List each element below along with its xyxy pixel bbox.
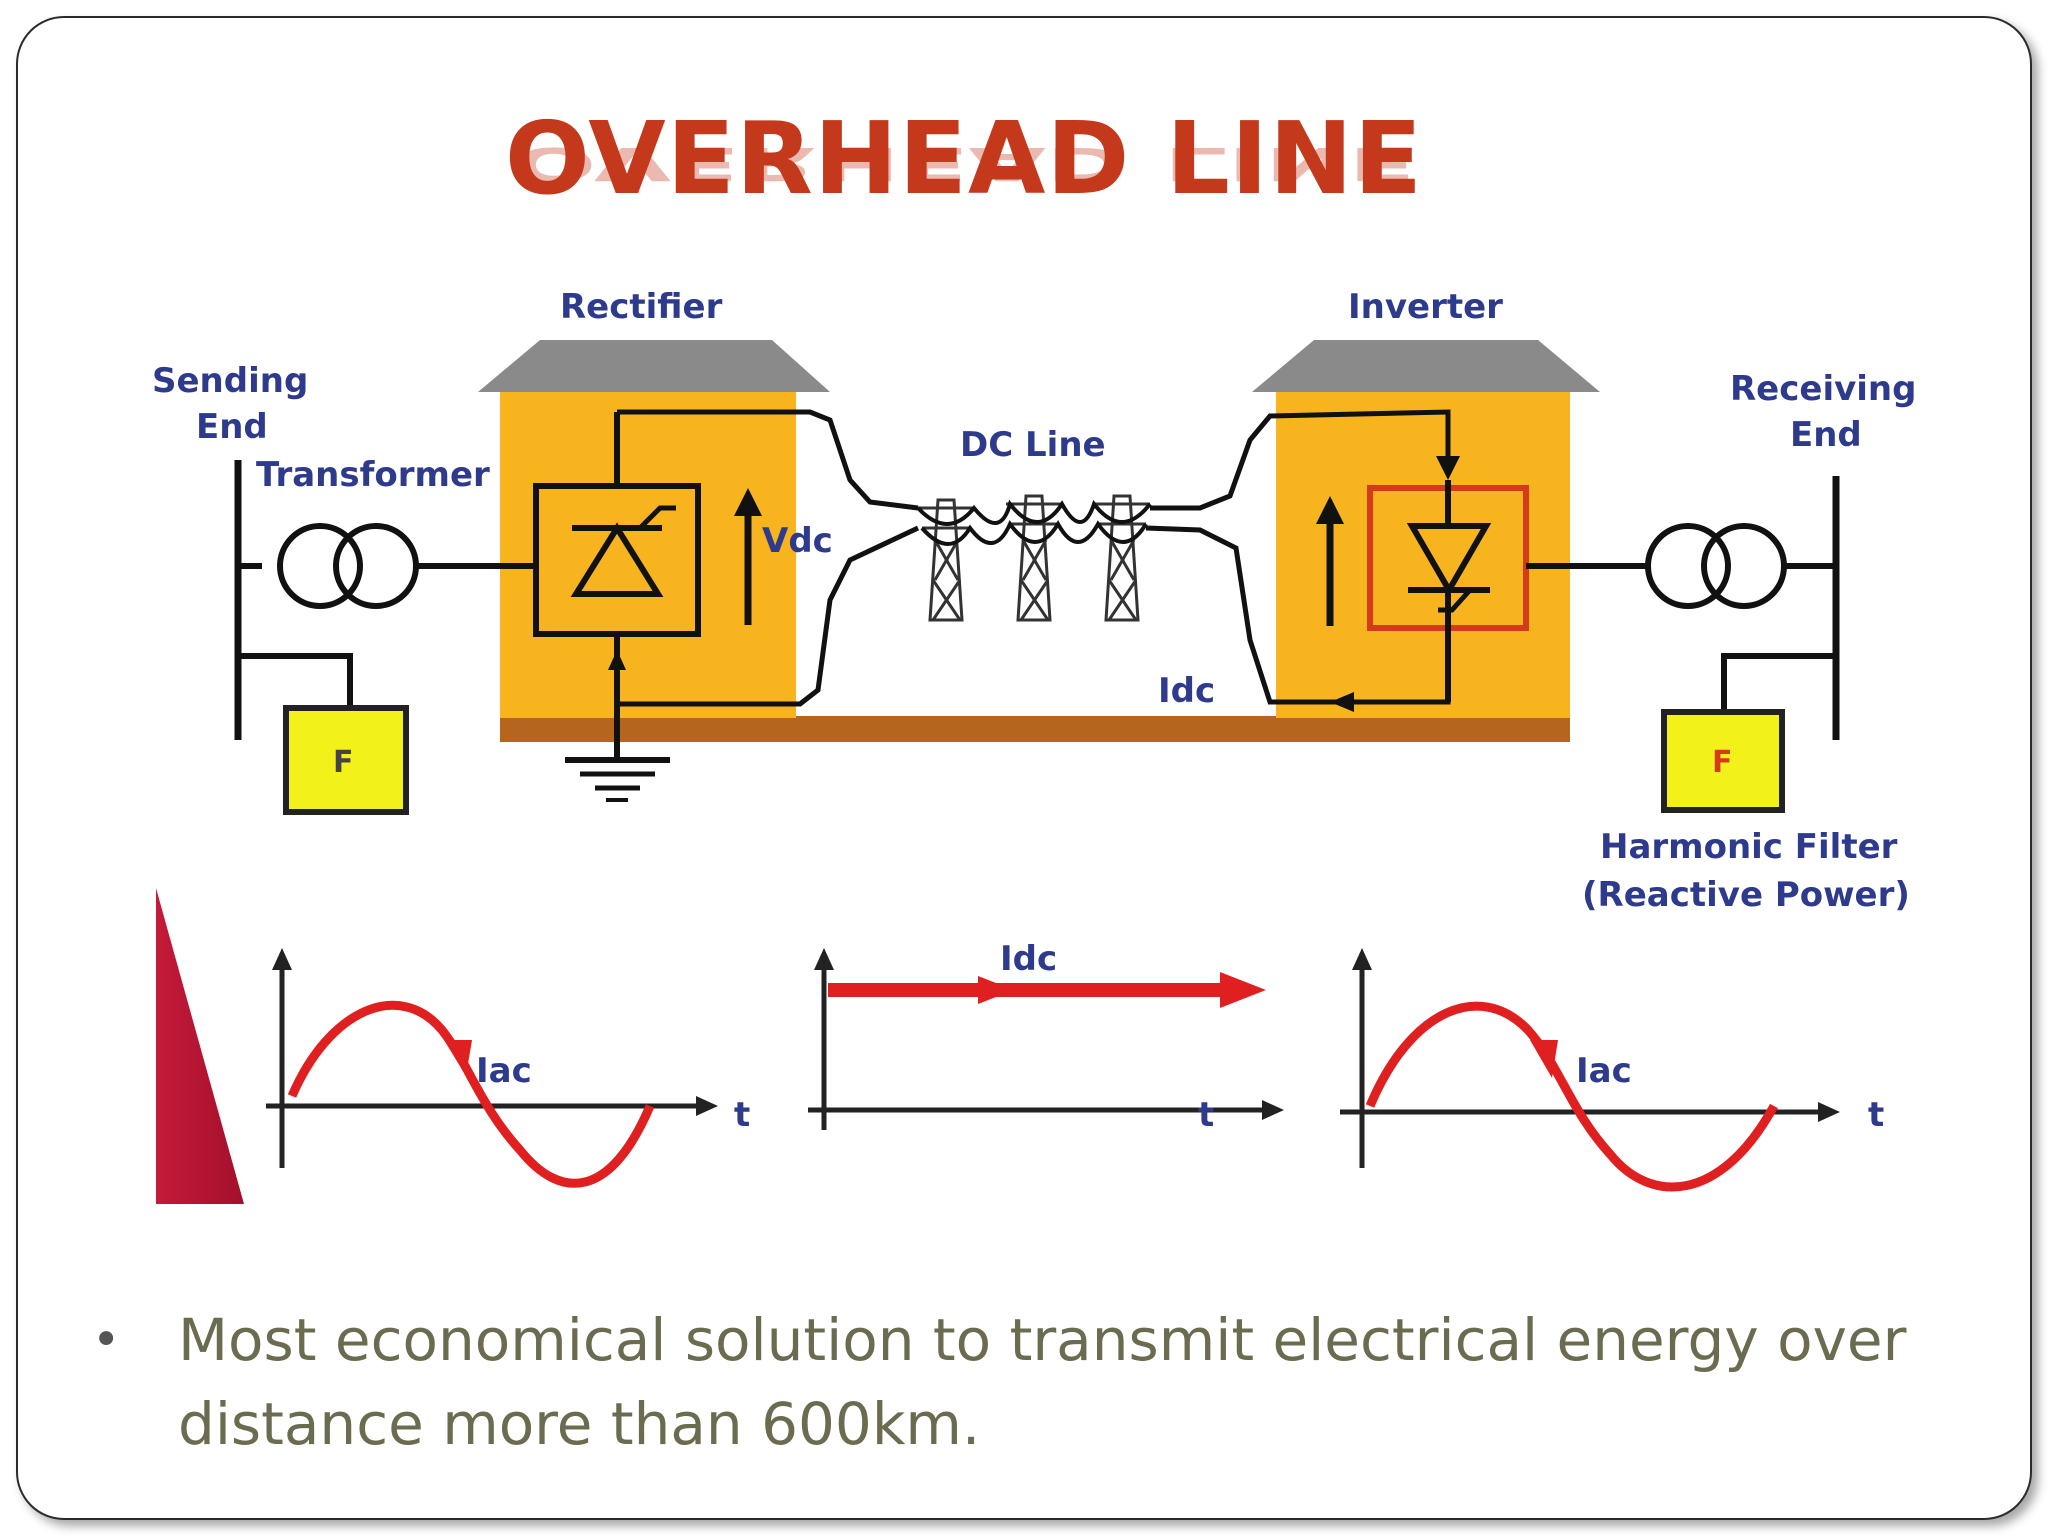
ground-bar [500, 716, 1570, 742]
sending-end-label-1: Sending [152, 361, 308, 401]
transformer-left-coil-2 [333, 523, 419, 609]
idc-wave-label: Idc [1000, 939, 1057, 979]
transmission-tower-2 [1006, 494, 1062, 622]
waveform-middle [808, 948, 1284, 1130]
transformer-label: Transformer [256, 455, 490, 495]
t-axis-right: t [1868, 1095, 1884, 1135]
filter-label-right: F [1712, 745, 1733, 780]
inverter-voltage-arrow [1316, 496, 1344, 524]
inverter-roof [1252, 340, 1600, 392]
receiving-end-label-2: End [1790, 415, 1862, 455]
thyristor-rectifier-icon [570, 522, 664, 597]
rectifier-building [500, 392, 796, 718]
t-axis-middle: t [1198, 1095, 1214, 1135]
waveform-left [266, 948, 718, 1188]
rectifier-label: Rectifier [560, 287, 723, 327]
rectifier-roof [478, 340, 830, 392]
transformer-left-coil-1 [277, 523, 363, 609]
iac-left-label: Iac [476, 1051, 532, 1091]
receiving-end-label-1: Receiving [1730, 369, 1916, 409]
vdc-arrow [734, 488, 762, 516]
inverter-label: Inverter [1348, 287, 1503, 327]
inverter-building [1276, 392, 1570, 718]
t-axis-left: t [734, 1095, 750, 1135]
bullet-text: Most economical solution to transmit ele… [178, 1306, 1907, 1458]
transformer-right-coil-2 [1701, 523, 1787, 609]
bullet-marker: • [92, 1312, 121, 1368]
decorative-red-wedge [156, 888, 244, 1204]
iac-right-label: Iac [1576, 1051, 1632, 1091]
transmission-tower-3 [1094, 494, 1150, 622]
slide-title: OVERHEAD LINE [504, 100, 1424, 217]
filter-label-left: F [333, 745, 354, 780]
transformer-right-coil-1 [1645, 523, 1731, 609]
vdc-label: Vdc [762, 521, 833, 561]
dc-line-label: DC Line [960, 425, 1106, 465]
harmonic-filter-label-1: Harmonic Filter [1600, 827, 1898, 867]
filter-box-right [1661, 709, 1785, 813]
filter-box-left [283, 705, 409, 815]
transmission-tower-1 [918, 498, 974, 622]
idc-label: Idc [1158, 671, 1215, 711]
sending-end-label-2: End [196, 407, 268, 447]
waveform-right [1340, 948, 1840, 1192]
harmonic-filter-label-2: (Reactive Power) [1582, 875, 1910, 915]
